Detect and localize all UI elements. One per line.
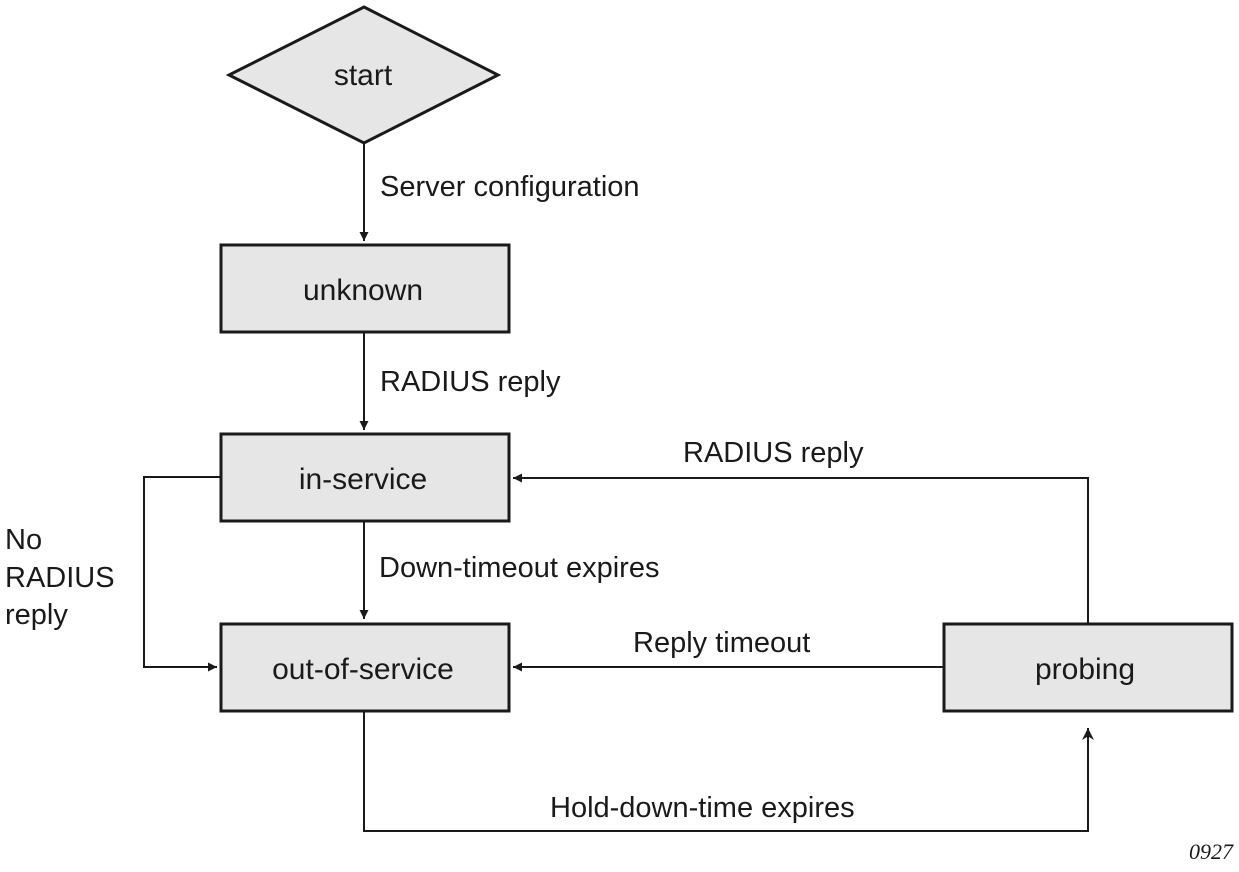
label-no-radius-reply-line-3: reply	[5, 599, 68, 631]
node-start-label: start	[334, 59, 393, 92]
edge-probing-to-in-service	[513, 473, 1089, 624]
figure-id: 0927	[1189, 839, 1234, 864]
label-radius-reply-probing: RADIUS reply	[683, 437, 864, 469]
label-radius-reply-unknown: RADIUS reply	[380, 366, 561, 398]
node-start: start	[225, 5, 502, 145]
node-probing-label: probing	[1035, 653, 1135, 686]
edge-out-of-service-to-probing	[363, 711, 1094, 832]
node-in-service-label: in-service	[299, 463, 427, 496]
label-hold-down-time-expires: Hold-down-time expires	[550, 792, 855, 824]
label-down-timeout-expires: Down-timeout expires	[379, 552, 659, 584]
node-out-of-service: out-of-service	[219, 622, 511, 713]
label-server-configuration: Server configuration	[380, 171, 640, 203]
label-no-radius-reply-line-2: RADIUS	[5, 562, 115, 594]
edge-no-radius-reply	[143, 476, 221, 672]
node-out-of-service-label: out-of-service	[272, 653, 454, 686]
node-unknown-label: unknown	[303, 274, 423, 307]
node-probing: probing	[942, 622, 1234, 713]
node-in-service: in-service	[219, 432, 511, 523]
node-unknown: unknown	[219, 243, 511, 334]
label-reply-timeout: Reply timeout	[633, 627, 810, 659]
label-no-radius-reply-line-1: No	[5, 524, 42, 556]
